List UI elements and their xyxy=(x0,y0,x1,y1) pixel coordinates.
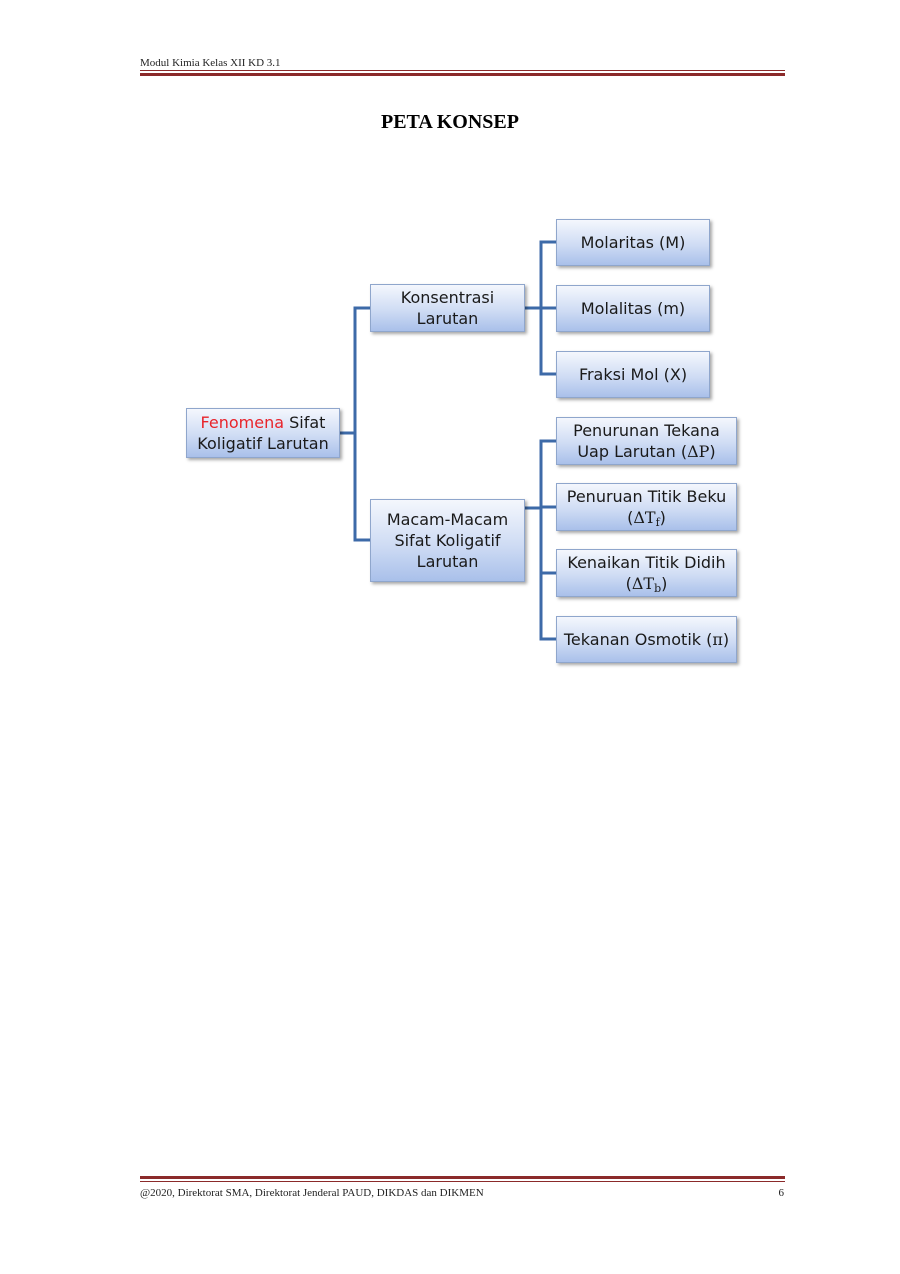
node-titik-didih-close: ) xyxy=(661,574,668,593)
node-macam-line1: Macam-Macam xyxy=(386,510,509,529)
node-macam-line2: Sifat Koligatif xyxy=(394,531,501,550)
node-macam-line3: Larutan xyxy=(416,552,479,571)
subscript-b: b xyxy=(654,582,662,595)
node-molalitas-label: Molalitas (m) xyxy=(580,299,686,318)
module-header-title: Modul Kimia Kelas XII KD 3.1 xyxy=(140,57,281,69)
node-root-highlight: Fenomena xyxy=(200,413,285,432)
node-molaritas: Molaritas (M) xyxy=(556,219,710,266)
node-kenaikan-titik-didih: Kenaikan Titik Didih (ΔTb) xyxy=(556,549,737,597)
node-root-line1-rest: Sifat xyxy=(284,413,326,432)
node-titik-beku-close: ) xyxy=(659,508,666,527)
node-penurunan-tekanan-uap: Penurunan Tekana Uap Larutan (ΔP) xyxy=(556,417,737,465)
symbol-delta-tb: ΔTb xyxy=(631,574,662,595)
footer-rule-thick xyxy=(140,1176,785,1179)
node-fraksi-mol-label: Fraksi Mol (X) xyxy=(578,365,688,384)
node-konsentrasi-larutan: Konsentrasi Larutan xyxy=(370,284,525,332)
symbol-delta-p: ΔP xyxy=(687,442,710,461)
header-rule-thick xyxy=(140,73,785,76)
node-konsentrasi-line1: Konsentrasi xyxy=(400,288,495,307)
node-molalitas: Molalitas (m) xyxy=(556,285,710,332)
node-titik-didih-open: ( xyxy=(625,574,632,593)
node-titik-beku-open: ( xyxy=(627,508,634,527)
footer-page-number: 6 xyxy=(778,1187,785,1199)
node-tekanan-osmotik-text: Tekanan Osmotik ( xyxy=(563,630,713,649)
symbol-delta-t: ΔT xyxy=(633,508,656,527)
node-titik-didih-line1: Kenaikan Titik Didih xyxy=(567,553,726,572)
symbol-delta-t: ΔT xyxy=(631,574,655,593)
node-tekanan-osmotik-close: ) xyxy=(722,630,730,649)
node-macam-sifat-koligatif: Macam-Macam Sifat Koligatif Larutan xyxy=(370,499,525,582)
node-penurunan-tekanan-close: ) xyxy=(709,442,716,461)
node-fenomena-sifat-koligatif: Fenomena Sifat Koligatif Larutan xyxy=(186,408,340,458)
node-penurunan-tekanan-line1: Penurunan Tekana xyxy=(573,421,720,440)
subscript-f: f xyxy=(655,516,660,529)
node-titik-beku-line1: Penuruan Titik Beku xyxy=(566,487,727,506)
symbol-pi: π xyxy=(712,630,723,649)
node-penurunan-tekanan-line2: Uap Larutan ( xyxy=(577,442,688,461)
footer-copyright: @2020, Direktorat SMA, Direktorat Jender… xyxy=(140,1187,484,1199)
node-tekanan-osmotik: Tekanan Osmotik (π) xyxy=(556,616,737,663)
node-fraksi-mol: Fraksi Mol (X) xyxy=(556,351,710,398)
node-root-line2: Koligatif Larutan xyxy=(197,434,329,453)
footer-rule-thin xyxy=(140,1181,785,1182)
header-rule-thin xyxy=(140,70,785,71)
page-title: PETA KONSEP xyxy=(381,111,519,133)
node-molaritas-label: Molaritas (M) xyxy=(580,233,686,252)
node-penurunan-titik-beku: Penuruan Titik Beku (ΔTf) xyxy=(556,483,737,531)
node-konsentrasi-line2: Larutan xyxy=(416,309,479,328)
symbol-delta-tf: ΔTf xyxy=(633,508,660,529)
